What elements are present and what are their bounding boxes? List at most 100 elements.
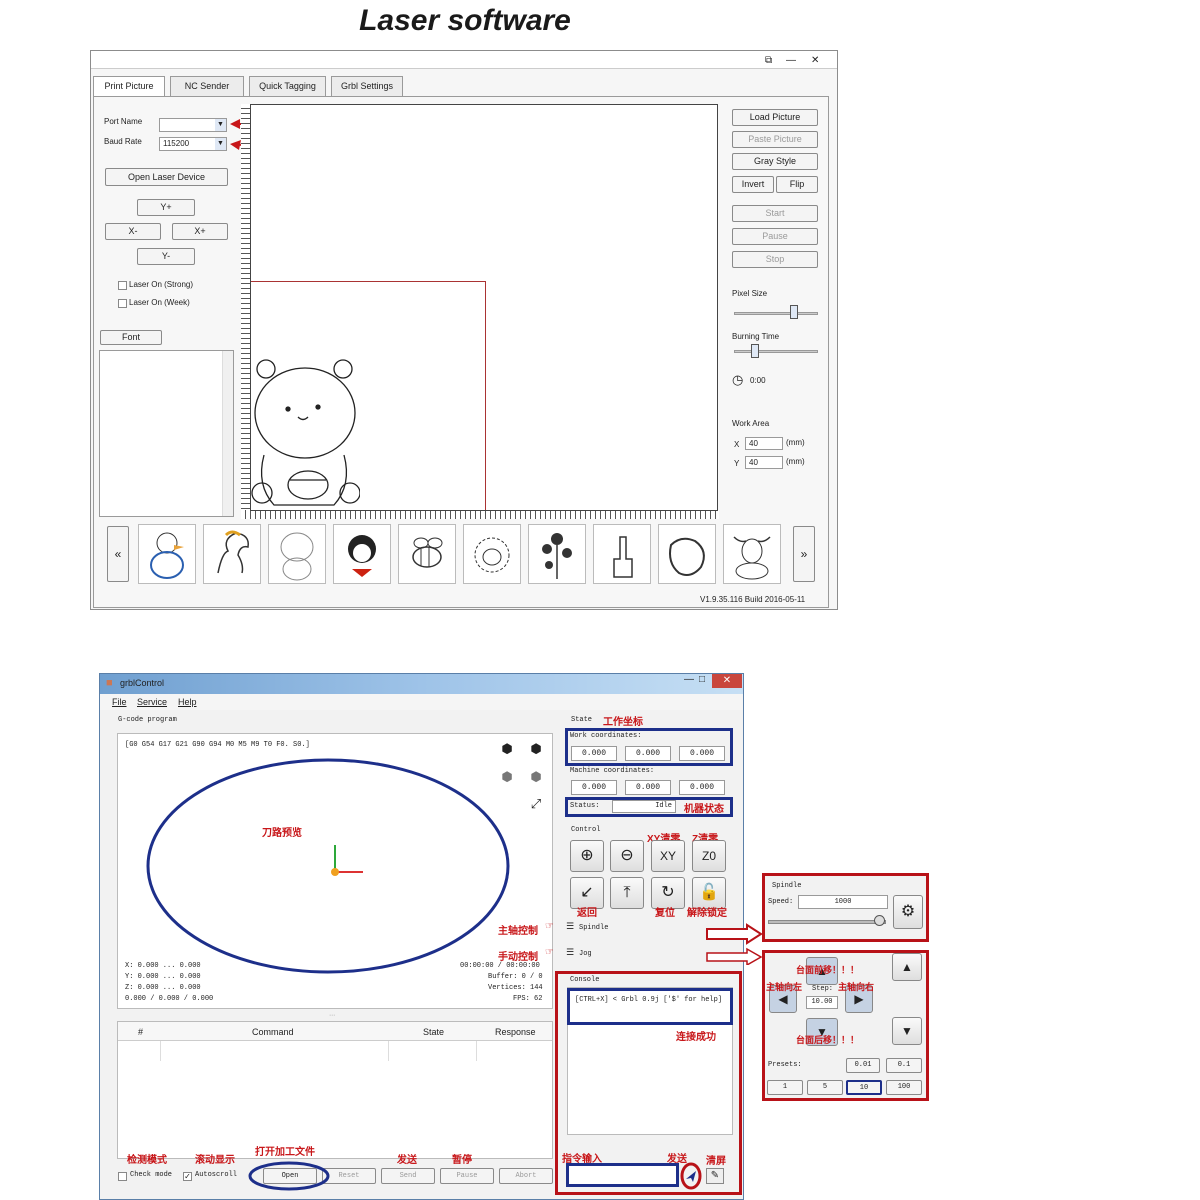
bee-thumbnail[interactable] xyxy=(398,524,456,584)
thumbnails-next-button[interactable]: » xyxy=(793,526,815,582)
laser-weak-checkbox[interactable] xyxy=(118,299,127,308)
send-command-highlight[interactable] xyxy=(679,1161,703,1191)
preset-100-button[interactable]: 100 xyxy=(886,1080,922,1095)
picture-canvas[interactable] xyxy=(250,104,718,511)
thumbnails-prev-button[interactable]: « xyxy=(107,526,129,582)
command-input[interactable] xyxy=(566,1163,679,1187)
jog-left-icon[interactable]: ◀ xyxy=(769,985,797,1013)
maximize-window-icon[interactable]: □ xyxy=(699,674,706,685)
pause-button[interactable]: Pause xyxy=(732,228,818,245)
abort-button[interactable]: Abort xyxy=(499,1168,553,1184)
menu-service[interactable]: Service xyxy=(137,697,168,707)
minimize-window-icon[interactable]: — xyxy=(684,674,694,685)
fit-view-icon[interactable]: ⤢ xyxy=(530,796,542,811)
col-command-header[interactable]: Command xyxy=(252,1027,294,1037)
flower-thumbnail[interactable] xyxy=(528,524,586,584)
collapse-icon[interactable]: ☰ xyxy=(566,921,575,931)
check-mode-checkbox[interactable] xyxy=(118,1172,127,1181)
menu-file[interactable]: File xyxy=(112,697,127,707)
send-button[interactable]: Send xyxy=(381,1168,435,1184)
restore-window-icon[interactable]: ⧉ xyxy=(765,55,773,66)
baud-rate-select[interactable]: 115200 ▼ xyxy=(159,137,227,151)
view-front-button[interactable]: ⬢ xyxy=(501,769,513,784)
duck-thumbnail[interactable] xyxy=(138,524,196,584)
spindle-speed-slider[interactable] xyxy=(768,920,886,924)
zoom-in-icon[interactable]: ⊕ xyxy=(570,840,604,872)
collapse-icon[interactable]: ☰ xyxy=(566,947,575,957)
jog-z-up-icon[interactable]: ▲ xyxy=(892,953,922,981)
col-response-header[interactable]: Response xyxy=(495,1027,536,1037)
jog-z-down-icon[interactable]: ▼ xyxy=(892,1017,922,1045)
unlock-icon[interactable]: 🔓 xyxy=(692,877,726,909)
spindle-group-label[interactable]: Spindle xyxy=(579,924,609,932)
pause-button[interactable]: Pause xyxy=(440,1168,494,1184)
jog-step-input[interactable]: 10.00 xyxy=(806,996,838,1009)
view-iso-button[interactable]: ⬢ xyxy=(501,741,513,756)
splitter-handle[interactable]: ⋯ xyxy=(329,1013,335,1019)
tab-nc-sender[interactable]: NC Sender xyxy=(170,76,244,96)
bear-thumbnail[interactable] xyxy=(268,524,326,584)
close-window-icon[interactable]: ✕ xyxy=(712,674,742,688)
jog-y-minus-button[interactable]: Y- xyxy=(137,248,195,265)
stop-button[interactable]: Stop xyxy=(732,251,818,268)
return-home-icon[interactable]: ↙ xyxy=(570,877,604,909)
tab-quick-tagging[interactable]: Quick Tagging xyxy=(249,76,326,96)
work-x-input[interactable]: 40 xyxy=(745,437,783,450)
jog-up-icon[interactable]: ▲ xyxy=(806,957,838,985)
text-area-scrollbar[interactable] xyxy=(222,351,233,516)
jog-group-label[interactable]: Jog xyxy=(579,950,592,958)
fist-thumbnail[interactable] xyxy=(658,524,716,584)
work-y-input[interactable]: 40 xyxy=(745,456,783,469)
jog-right-icon[interactable]: ▶ xyxy=(845,985,873,1013)
invert-button[interactable]: Invert xyxy=(732,176,774,193)
paste-picture-button[interactable]: Paste Picture xyxy=(732,131,818,148)
top-icon[interactable]: ⤒ xyxy=(610,877,644,909)
spindle-speed-input[interactable]: 1000 xyxy=(798,895,888,909)
command-table[interactable] xyxy=(117,1021,553,1159)
tab-print-picture[interactable]: Print Picture xyxy=(93,76,165,97)
jog-x-minus-button[interactable]: X- xyxy=(105,223,161,240)
load-picture-button[interactable]: Load Picture xyxy=(732,109,818,126)
girl-thumbnail[interactable] xyxy=(333,524,391,584)
sheep-thumbnail[interactable] xyxy=(463,524,521,584)
zoom-out-icon[interactable]: ⊖ xyxy=(610,840,644,872)
clear-console-icon[interactable]: ✎ xyxy=(706,1168,724,1184)
view-left-button[interactable]: ⬢ xyxy=(530,769,542,784)
zero-xy-icon[interactable]: XY xyxy=(651,840,685,872)
preset-0-01-button[interactable]: 0.01 xyxy=(846,1058,880,1073)
jog-down-icon[interactable]: ▼ xyxy=(806,1018,838,1046)
flip-button[interactable]: Flip xyxy=(776,176,818,193)
pixel-size-slider-thumb[interactable] xyxy=(790,305,798,319)
col-state-header[interactable]: State xyxy=(423,1027,445,1037)
burning-time-slider[interactable] xyxy=(734,350,818,353)
laser-strong-checkbox[interactable] xyxy=(118,281,127,290)
preset-10-button[interactable]: 10 xyxy=(846,1080,882,1095)
horse-thumbnail[interactable] xyxy=(203,524,261,584)
menu-help[interactable]: Help xyxy=(178,697,197,707)
preset-0-1-button[interactable]: 0.1 xyxy=(886,1058,922,1073)
view-top-button[interactable]: ⬢ xyxy=(530,741,542,756)
jog-x-plus-button[interactable]: X+ xyxy=(172,223,228,240)
reset-icon[interactable]: ↻ xyxy=(651,877,685,909)
gray-style-button[interactable]: Gray Style xyxy=(732,153,818,170)
text-input-area[interactable] xyxy=(99,350,234,517)
preset-5-button[interactable]: 5 xyxy=(807,1080,843,1095)
burning-time-slider-thumb[interactable] xyxy=(751,344,759,358)
tab-grbl-settings[interactable]: Grbl Settings xyxy=(331,76,403,96)
preset-1-button[interactable]: 1 xyxy=(767,1080,803,1095)
autoscroll-checkbox[interactable]: ✓ xyxy=(183,1172,192,1181)
jog-y-plus-button[interactable]: Y+ xyxy=(137,199,195,216)
font-button[interactable]: Font xyxy=(100,330,162,345)
zero-z-icon[interactable]: Z0 xyxy=(692,840,726,872)
close-window-icon[interactable]: ✕ xyxy=(811,55,820,66)
col-number-header[interactable]: # xyxy=(138,1027,144,1037)
hand-thumbnail[interactable] xyxy=(593,524,651,584)
reset-button[interactable]: Reset xyxy=(322,1168,376,1184)
open-button[interactable]: Open xyxy=(263,1168,317,1184)
console-output[interactable] xyxy=(567,987,733,1135)
cow-thumbnail[interactable] xyxy=(723,524,781,584)
open-laser-device-button[interactable]: Open Laser Device xyxy=(105,168,228,186)
spindle-toggle-gear-icon[interactable]: ⚙ xyxy=(893,895,923,929)
pixel-size-slider[interactable] xyxy=(734,312,818,315)
spindle-speed-slider-thumb[interactable] xyxy=(874,915,886,926)
